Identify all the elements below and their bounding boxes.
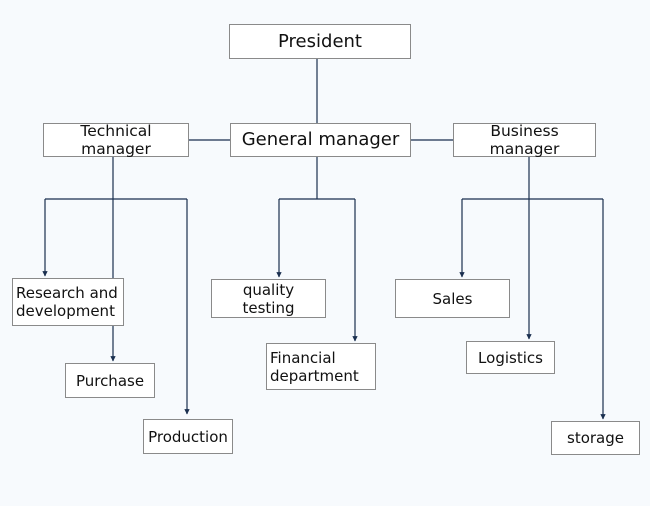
quality-testing-box: quality testing [211,279,326,318]
production-box: Production [143,419,233,454]
sales-box: Sales [395,279,510,318]
business-manager-box: Business manager [453,122,596,158]
financial-department-box: Financial department [266,343,376,390]
technical-manager-box: Technical manager [43,122,189,158]
purchase-box: Purchase [65,363,155,398]
logistics-box: Logistics [466,341,555,374]
storage-box: storage [551,421,640,455]
president-box: President [229,24,411,59]
general-manager-box: General manager [230,123,411,157]
research-development-box: Research and development [12,278,124,326]
